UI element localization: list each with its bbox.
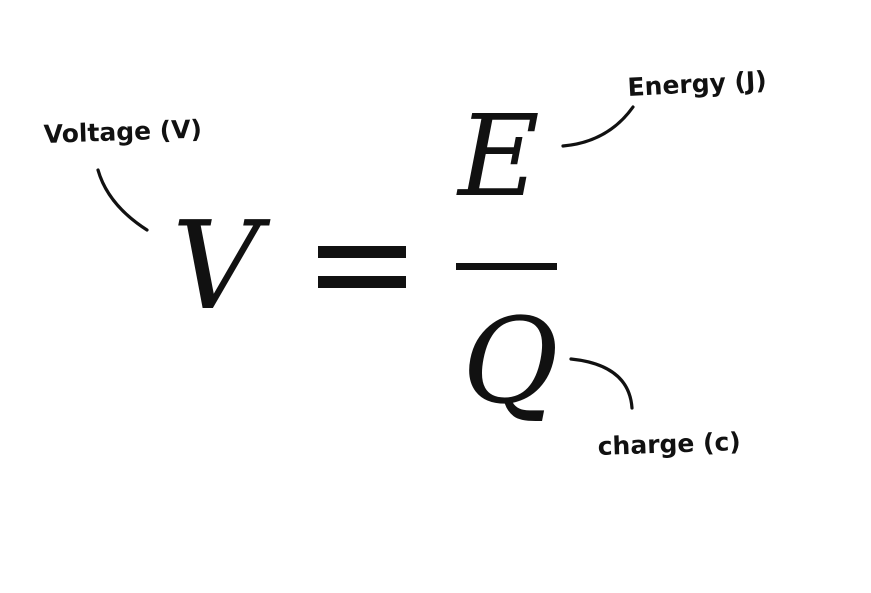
fraction-bar — [456, 263, 557, 270]
energy-pointer-line — [561, 105, 635, 148]
energy-annotation: Energy (J) — [627, 66, 768, 102]
charge-pointer-line — [569, 357, 634, 410]
equals-text: = — [0, 0, 1, 1]
energy-symbol: E — [456, 92, 540, 222]
equals-sign: = — [0, 0, 406, 288]
equals-bar-bottom — [318, 276, 406, 288]
equals-bar-top — [318, 246, 406, 258]
charge-symbol: Q — [462, 292, 559, 430]
charge-annotation: charge (c) — [597, 427, 741, 461]
voltage-symbol: V — [172, 195, 271, 337]
voltage-pointer-line — [96, 168, 149, 232]
voltage-annotation: Voltage (V) — [43, 114, 202, 149]
